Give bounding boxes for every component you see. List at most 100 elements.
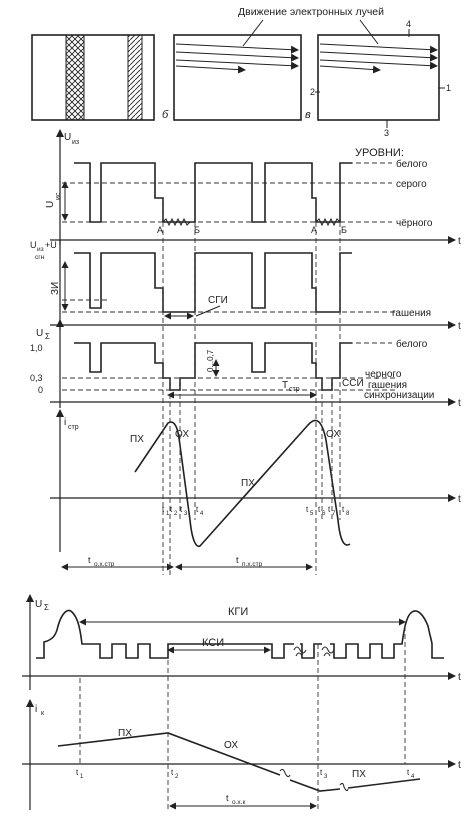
y-axis-label-sub: Σ (45, 332, 50, 341)
t-axis-label: t (458, 760, 461, 771)
t-px-label: t (236, 555, 239, 565)
point-a: А (311, 225, 317, 235)
level-blank-label: гашения (392, 308, 431, 319)
break-mark (293, 646, 307, 657)
graph-frame-current: t i к ПХ ОХ ПХ t 1 t 2 t 3 t 4 t о.х.к (22, 626, 461, 812)
t-str-label: T (282, 380, 288, 391)
graph-video-blanking: t U из +U сгн ЗИ СГИ гашения (30, 240, 461, 332)
panel-b-label: б (162, 109, 169, 121)
y-axis-label: U (30, 240, 37, 250)
panel-v-label: в (305, 109, 311, 121)
range-label: 0...0,7 (206, 349, 215, 372)
level-blank-label: гашения (368, 380, 407, 391)
graph-composite-signal: t U Σ 1,0 0,3 0 0...0,7 T стр ССИ белого… (30, 319, 461, 409)
px-label-left: ПХ (130, 434, 144, 445)
blanked-video-waveform (74, 252, 352, 313)
level-sync-label: синхронизации (364, 390, 434, 401)
ox-label-2: ОХ (326, 429, 340, 440)
tick-0: 0 (38, 385, 43, 395)
graph-video-signal: t U из U ис УРОВНИ: белого серого чёрног… (45, 129, 461, 247)
panel-b-frame (173, 34, 302, 121)
y-axis-label-sub: стр (68, 424, 79, 431)
video-waveform (74, 162, 352, 223)
y-axis-label-sub: из (37, 246, 44, 253)
beam-line (175, 59, 299, 70)
t4-sub: 4 (200, 511, 204, 517)
caption-leader (359, 19, 379, 45)
t-ox-label-sub: о.х.к (232, 799, 245, 806)
marker-2: 2 (310, 87, 315, 97)
t-ox-label-sub: о.х.стр (94, 561, 115, 568)
t4-label: t (407, 768, 410, 777)
t-axis-label: t (458, 398, 461, 409)
t6-label: t (318, 505, 321, 514)
composite-waveform (74, 342, 352, 391)
t3-label: t (180, 505, 183, 514)
graph-line-current: t i стр ПХ ОХ ПХ ОХ t 1 t 2 t 3 t 4 t 5 … (50, 409, 461, 571)
level-black-label: чёрного (396, 218, 433, 229)
t8-label: t (342, 505, 345, 514)
t-axis-label: t (458, 494, 461, 505)
t5-label: t (306, 505, 309, 514)
panel-a-hatch-bar (127, 34, 143, 121)
beam-line (319, 65, 381, 74)
t2-label: t (170, 505, 173, 514)
line-current-sawtooth (134, 419, 351, 548)
break-mark (339, 782, 349, 792)
marker-4: 4 (406, 19, 411, 29)
beam-line (175, 65, 246, 74)
y-axis-label-sub: из (72, 139, 79, 146)
point-a: А (157, 225, 163, 235)
ksi-label: КСИ (202, 637, 224, 649)
t4-label: t (196, 505, 199, 514)
y-axis-label-sub: к (41, 710, 45, 717)
t3-label: t (320, 768, 323, 777)
px-label-mid: ПХ (241, 478, 255, 489)
level-white-label: белого (396, 158, 428, 170)
beam-line (319, 59, 438, 70)
level-white-label: белого (396, 338, 428, 350)
px-label-left: ПХ (118, 728, 132, 739)
noise-segment (162, 217, 191, 227)
t1-sub: 1 (166, 511, 170, 517)
t4-sub: 4 (411, 774, 415, 780)
t5-sub: 5 (310, 511, 314, 517)
y-axis-label: i (64, 417, 66, 428)
t1-sub: 1 (80, 774, 84, 780)
t6-sub: 6 (322, 511, 326, 517)
t-ox-label: t (88, 555, 91, 565)
y-axis-label: U (64, 132, 71, 143)
panel-v-frame (317, 34, 440, 121)
t3-sub: 3 (324, 774, 328, 780)
ssi-label: ССИ (342, 378, 364, 389)
sgi-leader (195, 305, 221, 317)
y-axis-label-sub: Σ (44, 603, 49, 612)
noise-segment (315, 217, 341, 227)
frame-current-waveform (57, 732, 421, 792)
y-axis-label-plus: +U (45, 240, 57, 250)
panel-a-crosshatch-bar (65, 34, 85, 121)
t2-label: t (171, 768, 174, 777)
point-b: Б (194, 225, 200, 235)
zi-label: ЗИ (50, 282, 61, 295)
levels-title: УРОВНИ: (355, 147, 404, 159)
kgi-label: КГИ (228, 606, 248, 618)
panel-a-frame (31, 34, 155, 121)
t7-sub: 7 (332, 511, 336, 517)
t3-sub: 3 (184, 511, 188, 517)
px-label-right: ПХ (352, 769, 366, 780)
amplitude-label-sub: ис (55, 192, 62, 200)
tick-0-3: 0,3 (30, 373, 43, 383)
t2-sub: 2 (175, 774, 179, 780)
y-axis-label-sub2: сгн (35, 254, 45, 261)
sgi-label: СГИ (208, 295, 228, 306)
t-axis-label: t (458, 236, 461, 247)
t2-sub: 2 (174, 511, 178, 517)
break-mark (279, 768, 291, 778)
y-axis-label: U (36, 328, 43, 339)
level-gray-label: серого (396, 179, 427, 190)
beam-line (175, 51, 299, 62)
beam-line (319, 51, 438, 62)
caption-leader (242, 19, 264, 47)
